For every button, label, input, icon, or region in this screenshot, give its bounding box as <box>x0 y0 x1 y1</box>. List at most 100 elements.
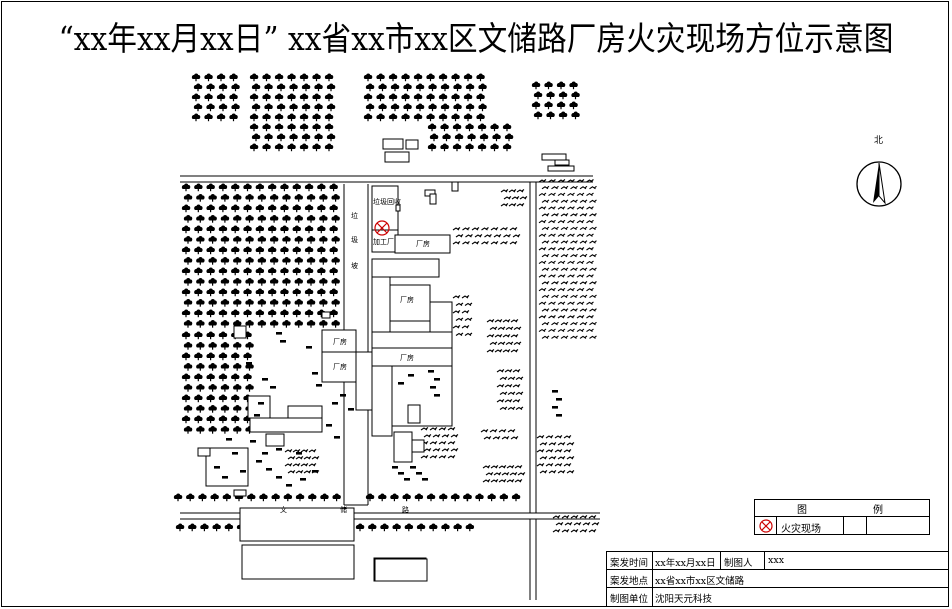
tree-icon <box>504 133 514 142</box>
building <box>233 325 247 339</box>
tree-icon <box>175 523 185 532</box>
building <box>371 276 391 333</box>
tree-icon <box>476 73 485 82</box>
tree-icon <box>544 101 553 110</box>
tree-icon <box>220 215 230 223</box>
tree-icon <box>289 83 298 92</box>
label-waste: 垃圾回收 <box>373 197 401 206</box>
tree-icon <box>314 103 323 112</box>
tree-icon <box>478 83 487 92</box>
bush-icon <box>541 199 550 203</box>
vehicle <box>240 470 246 473</box>
tree-icon <box>324 123 334 132</box>
tree-icon <box>465 83 475 92</box>
tree-icon <box>233 236 242 244</box>
tree-icon <box>415 103 425 112</box>
tree-icon <box>426 113 435 122</box>
bush-icon <box>496 384 505 388</box>
bush-icon <box>561 529 570 533</box>
info-table: 案发时间 xx年xx月xx日 制图人 xxx 案发地点 xx省xx市xx区文储路… <box>606 551 949 607</box>
bush-icon <box>499 406 508 410</box>
bush-icon <box>576 260 585 265</box>
tree-icon <box>324 93 334 102</box>
tree-icon <box>212 523 221 532</box>
bush-icon <box>452 325 461 329</box>
bush-icon <box>511 196 520 200</box>
tree-icon <box>308 493 317 502</box>
tree-icon <box>245 384 254 392</box>
bush-icon <box>515 406 524 410</box>
building <box>429 193 437 205</box>
tree-icon <box>231 83 240 92</box>
bush-icon <box>541 308 550 312</box>
bush-icon <box>538 328 547 333</box>
label-factory-center: 厂房 <box>400 295 414 304</box>
tree-icon <box>306 320 316 328</box>
tree-icon <box>317 267 326 276</box>
tree-icon <box>191 113 201 122</box>
tree-icon <box>233 194 242 202</box>
tree-icon <box>233 299 242 307</box>
bush-icon <box>579 226 588 231</box>
tree-icon <box>245 299 254 307</box>
bush-icon <box>295 470 304 474</box>
bush-icon <box>560 335 569 339</box>
tree-icon <box>558 111 568 120</box>
bush-icon <box>554 449 563 453</box>
tree-icon <box>331 194 340 202</box>
tree-icon <box>204 73 213 82</box>
bush-icon <box>471 227 480 231</box>
road-horiz-char-1: 文 <box>280 505 287 514</box>
vehicle <box>556 414 562 417</box>
bush-icon <box>497 326 506 330</box>
bush-icon <box>287 470 296 474</box>
tree-icon <box>571 111 580 120</box>
tree-icon <box>220 320 230 328</box>
bush-icon <box>464 317 473 321</box>
tree-icon <box>216 73 226 82</box>
bush-icon <box>551 240 559 244</box>
tree-icon <box>465 123 474 132</box>
label-factory-mid: 厂房 <box>400 353 414 362</box>
tree-icon <box>380 523 389 532</box>
tree-icon <box>301 133 311 142</box>
tree-icon <box>229 93 238 102</box>
tree-icon <box>294 278 303 286</box>
tree-icon <box>304 267 314 276</box>
bush-icon <box>579 281 588 285</box>
tree-icon <box>267 288 277 297</box>
tree-icon <box>403 83 412 92</box>
tree-icon <box>282 194 291 202</box>
tree-icon <box>280 267 289 276</box>
bush-icon <box>509 472 518 476</box>
tree-icon <box>194 373 203 382</box>
bush-icon <box>548 301 556 305</box>
vehicle <box>258 402 264 405</box>
bush-icon <box>541 321 550 326</box>
tree-icon <box>243 183 252 192</box>
bush-icon <box>567 219 575 224</box>
tree-icon <box>439 493 448 502</box>
tree-icon <box>269 215 279 223</box>
tree-icon <box>206 309 215 318</box>
vehicle <box>312 470 318 473</box>
tree-icon <box>183 384 193 392</box>
bush-icon <box>570 281 578 285</box>
bush-icon <box>551 321 559 326</box>
vehicle <box>422 478 428 481</box>
vehicle <box>276 476 282 479</box>
tree-icon <box>571 91 580 100</box>
bush-icon <box>538 233 547 237</box>
tree-icon <box>218 309 228 318</box>
tree-icon <box>304 204 314 213</box>
bush-icon <box>589 253 597 258</box>
tree-icon <box>233 257 242 265</box>
bush-icon <box>570 335 578 339</box>
tree-icon <box>289 133 298 142</box>
tree-icon <box>324 73 334 82</box>
tree-icon <box>317 246 326 255</box>
bush-icon <box>557 192 566 197</box>
tree-icon <box>218 183 228 192</box>
tree-icon <box>428 103 437 112</box>
